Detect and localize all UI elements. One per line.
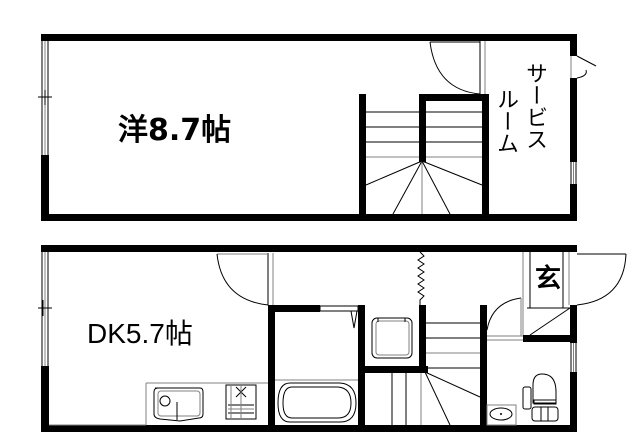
western-room-label: 洋8.7帖 [118,113,232,148]
stair-core-left [419,94,426,162]
upper-right-door [570,55,597,79]
bath-door-mark [350,310,358,329]
service-room-window [570,162,577,184]
service-room-label-line2: ルーム [493,88,518,154]
upper-left-wall [41,155,49,221]
dk-swing-door [216,253,274,306]
lower-floor [38,245,627,432]
lower-stair-wall-right [480,305,487,432]
lower-right-wall-a [570,305,577,343]
bath-wall-left [268,305,275,432]
stair-wall-left [359,94,366,221]
entrance-area [522,252,577,342]
entrance-door [576,253,627,306]
bathtub [275,379,358,423]
upper-right-wall-top [570,34,577,56]
upper-right-wall-bot [570,184,577,221]
dining-kitchen-label: DK5.7帖 [87,318,193,349]
kitchen-counter [49,382,268,426]
washing-machine [371,317,413,359]
lower-right-wall-b [570,372,577,432]
toilet [522,373,559,422]
lower-left-window [38,252,52,366]
upper-staircase [365,111,483,215]
stair-core-top [419,94,489,101]
bath-door-opening [319,305,359,312]
stair-core-right [482,94,489,221]
upper-top-wall [41,34,577,41]
accordion-partition [417,251,425,305]
lower-left-wall [41,366,49,432]
washer-wall-bottom [358,366,428,373]
service-room-label-line1: サービス [522,62,547,150]
upper-left-window [38,41,52,155]
lower-top-wall [41,245,577,252]
kitchen-stove [225,384,257,420]
toilet-window [570,343,577,372]
washer-wall-right [419,305,426,373]
upper-floor [38,34,597,221]
kitchen-sink [153,387,204,422]
upper-right-wall-mid [570,78,577,162]
upper-bottom-wall [41,214,577,221]
upper-swing-door [429,41,481,95]
wash-basin [486,404,517,426]
bath-wall-top [268,305,320,312]
lower-staircase [391,322,481,426]
toilet-door [486,297,523,341]
lower-bottom-wall [41,425,577,432]
entrance-label: 玄 [535,264,562,294]
